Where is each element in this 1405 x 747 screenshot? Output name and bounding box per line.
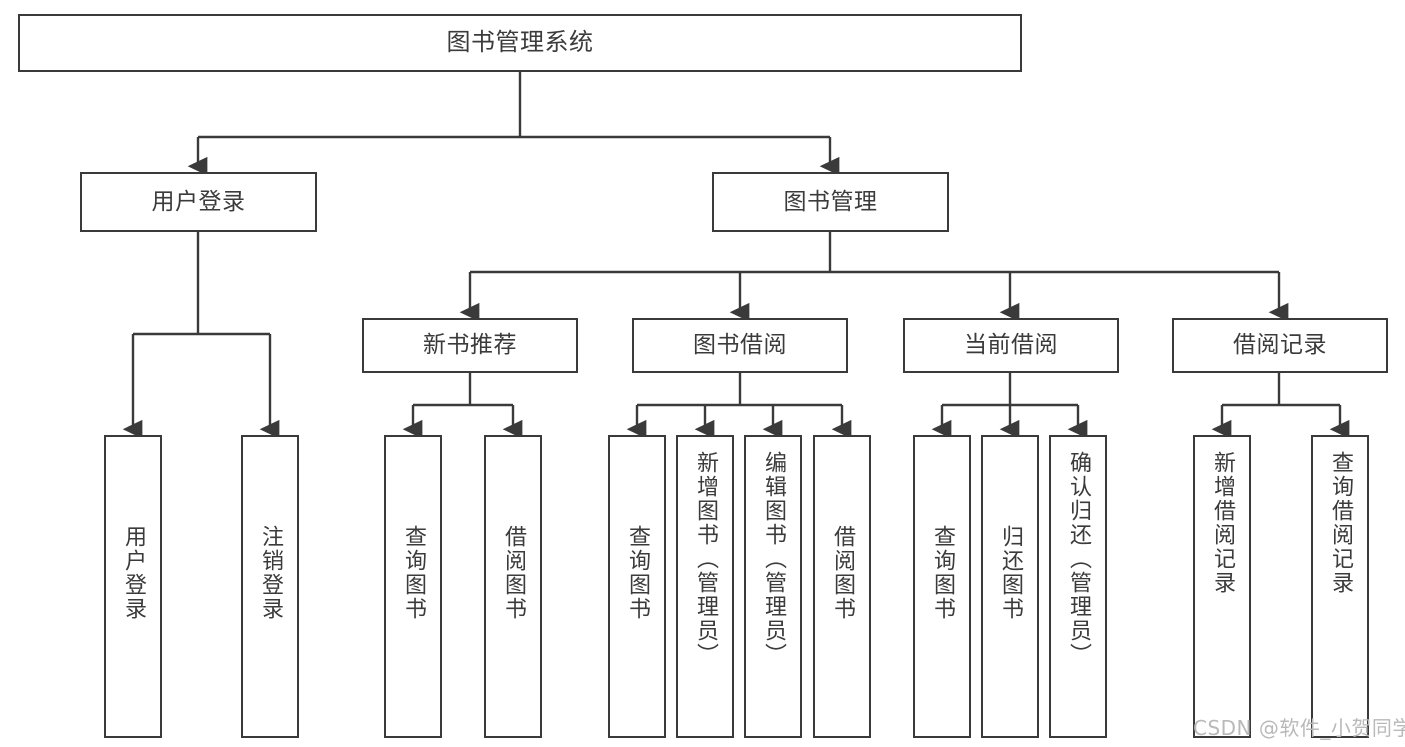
leaf-new-book-query[interactable]: 查询图书	[384, 435, 442, 738]
node-label: 图书借阅	[693, 332, 787, 359]
leaf-book-borrow-borrow[interactable]: 借阅图书	[813, 435, 871, 738]
leaf-label: 借阅图书	[500, 525, 526, 621]
leaf-label: 新增图书（管理员）	[692, 451, 718, 667]
leaf-label: 查询借阅记录	[1327, 451, 1353, 595]
node-label: 新书推荐	[423, 332, 517, 359]
node-user-login[interactable]: 用户登录	[80, 172, 317, 232]
leaf-label: 归还图书	[997, 525, 1023, 621]
leaf-label: 查询图书	[400, 525, 426, 621]
leaf-book-borrow-query[interactable]: 查询图书	[608, 435, 666, 738]
leaf-borrow-record-query[interactable]: 查询借阅记录	[1311, 435, 1369, 738]
node-label: 用户登录	[151, 188, 246, 215]
node-label: 当前借阅	[964, 332, 1058, 359]
leaf-book-borrow-edit[interactable]: 编辑图书（管理员）	[744, 435, 802, 738]
leaf-label: 新增借阅记录	[1209, 451, 1235, 595]
leaf-label: 确认归还（管理员）	[1065, 451, 1091, 667]
leaf-label: 注销登录	[257, 525, 283, 621]
leaf-label: 用户登录	[120, 525, 146, 621]
node-book-management[interactable]: 图书管理	[712, 172, 949, 232]
node-label: 借阅记录	[1233, 332, 1327, 359]
node-book-borrow[interactable]: 图书借阅	[632, 318, 848, 373]
node-borrow-record[interactable]: 借阅记录	[1172, 318, 1388, 373]
leaf-label: 查询图书	[624, 525, 650, 621]
leaf-current-borrow-query[interactable]: 查询图书	[913, 435, 971, 738]
node-label: 图书管理系统	[446, 28, 594, 57]
leaf-user-login-login[interactable]: 用户登录	[104, 435, 162, 738]
leaf-label: 借阅图书	[829, 525, 855, 621]
leaf-book-borrow-add[interactable]: 新增图书（管理员）	[676, 435, 734, 738]
node-label: 图书管理	[783, 188, 878, 215]
leaf-borrow-record-add[interactable]: 新增借阅记录	[1193, 435, 1251, 738]
leaf-label: 查询图书	[929, 525, 955, 621]
leaf-user-login-logout[interactable]: 注销登录	[241, 435, 299, 738]
leaf-current-borrow-confirm-return[interactable]: 确认归还（管理员）	[1049, 435, 1107, 738]
node-current-borrow[interactable]: 当前借阅	[903, 318, 1119, 373]
leaf-new-book-borrow[interactable]: 借阅图书	[484, 435, 542, 738]
node-root-system[interactable]: 图书管理系统	[18, 14, 1022, 72]
node-new-book-recommend[interactable]: 新书推荐	[362, 318, 578, 373]
leaf-current-borrow-return[interactable]: 归还图书	[981, 435, 1039, 738]
leaf-label: 编辑图书（管理员）	[760, 451, 786, 667]
